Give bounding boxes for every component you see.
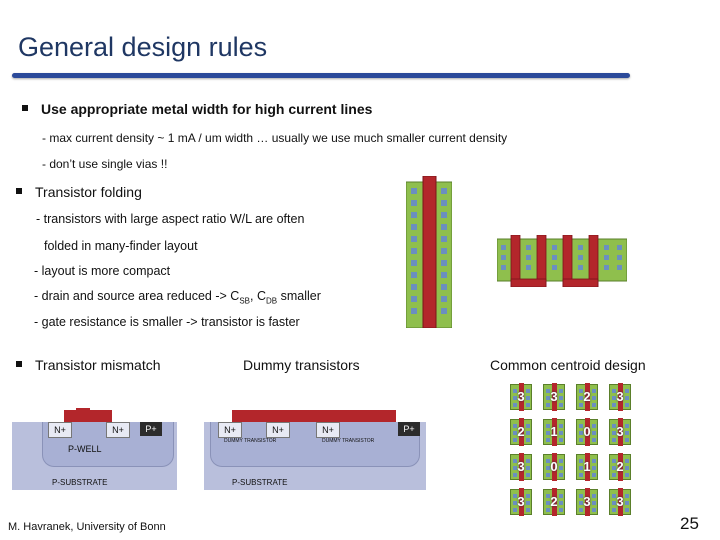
centroid-cell: 3	[510, 488, 532, 516]
dummy-label: DUMMY TRANSISTOR	[322, 438, 375, 444]
bullet-metal-width: Use appropriate metal width for high cur…	[22, 101, 372, 117]
gate-poly-cap	[76, 408, 90, 412]
centroid-cell: 3	[576, 488, 598, 516]
title-underline	[12, 73, 630, 78]
single-finger-layout-figure	[406, 176, 452, 328]
bullet-mismatch: Transistor mismatch	[16, 357, 161, 373]
bullet-square-icon	[22, 105, 28, 112]
centroid-cell: 1	[576, 453, 598, 481]
centroid-cell-label: 3	[517, 389, 525, 404]
centroid-cell: 0	[576, 418, 598, 446]
substrate-label: P-SUBSTRATE	[52, 478, 108, 487]
centroid-cell: 3	[609, 383, 631, 411]
contact-n-plus: N+	[48, 422, 72, 438]
heading-dummy-transistors: Dummy transistors	[243, 357, 360, 373]
bullet-square-icon	[16, 361, 22, 368]
centroid-cell-label: 2	[550, 494, 558, 509]
contact-n-plus: N+	[106, 422, 130, 438]
common-centroid-grid: 3 3 2 3 2 1 0 3 3 0 1 2 3 2 3 3	[510, 383, 634, 522]
centroid-cell: 3	[543, 383, 565, 411]
folding-sub-3: - drain and source area reduced -> CSB, …	[34, 289, 321, 306]
contact-n-plus: N+	[266, 422, 290, 438]
metal-sub-2: - don’t use single vias !!	[42, 157, 168, 171]
folding-sub-1b: folded in many-finder layout	[44, 239, 198, 253]
cross-section-dummy: N+ N+ N+ P+ DUMMY TRANSISTOR DUMMY TRANS…	[204, 408, 426, 490]
centroid-cell: 3	[609, 418, 631, 446]
centroid-cell-label: 3	[550, 389, 558, 404]
centroid-cell-label: 3	[616, 424, 624, 439]
centroid-cell-label: 2	[616, 459, 624, 474]
centroid-cell: 2	[543, 488, 565, 516]
folding-sub-2: - layout is more compact	[34, 264, 171, 278]
centroid-cell: 3	[510, 383, 532, 411]
bullet-text: Transistor folding	[35, 184, 142, 200]
bullet-folding: Transistor folding	[16, 184, 142, 200]
centroid-cell: 2	[609, 453, 631, 481]
folding-sub-4: - gate resistance is smaller -> transist…	[34, 315, 300, 329]
cross-section-mismatch: N+ N+ P+ P-WELL P-SUBSTRATE	[12, 408, 177, 490]
contact-n-plus: N+	[218, 422, 242, 438]
centroid-cell-label: 3	[616, 389, 624, 404]
centroid-cell-label: 3	[517, 494, 525, 509]
contact-p-plus: P+	[140, 422, 162, 436]
centroid-cell: 2	[576, 383, 598, 411]
centroid-cell: 0	[543, 453, 565, 481]
centroid-cell: 2	[510, 418, 532, 446]
contact-p-plus: P+	[398, 422, 420, 436]
gate-poly	[64, 410, 112, 422]
bullet-square-icon	[16, 188, 22, 195]
folded-transistor-layout-figure	[497, 235, 627, 287]
contact-n-plus: N+	[316, 422, 340, 438]
centroid-cell: 3	[510, 453, 532, 481]
centroid-cell-label: 2	[517, 424, 525, 439]
p-well-label: P-WELL	[68, 444, 102, 454]
metal-sub-1: - max current density ~ 1 mA / um width …	[42, 131, 508, 145]
page-number: 25	[680, 514, 699, 533]
centroid-cell: 1	[543, 418, 565, 446]
folding-sub-1: - transistors with large aspect ratio W/…	[36, 212, 305, 226]
centroid-cell-label: 2	[583, 389, 591, 404]
slide-title: General design rules	[18, 32, 268, 62]
substrate-label: P-SUBSTRATE	[232, 478, 288, 487]
centroid-cell-label: 1	[550, 424, 558, 439]
centroid-cell-label: 1	[583, 459, 591, 474]
dummy-label: DUMMY TRANSISTOR	[224, 438, 277, 444]
centroid-cell-label: 3	[517, 459, 525, 474]
heading-common-centroid: Common centroid design	[490, 357, 646, 373]
gate-poly-row	[232, 410, 396, 422]
bullet-text: Transistor mismatch	[35, 357, 161, 373]
footer-author: M. Havranek, University of Bonn	[8, 521, 166, 533]
bullet-text: Use appropriate metal width for high cur…	[41, 101, 373, 117]
centroid-cell-label: 3	[583, 494, 591, 509]
centroid-cell-label: 0	[583, 424, 591, 439]
p-well-region	[210, 422, 420, 467]
centroid-cell-label: 0	[550, 459, 558, 474]
centroid-cell: 3	[609, 488, 631, 516]
centroid-cell-label: 3	[616, 494, 624, 509]
